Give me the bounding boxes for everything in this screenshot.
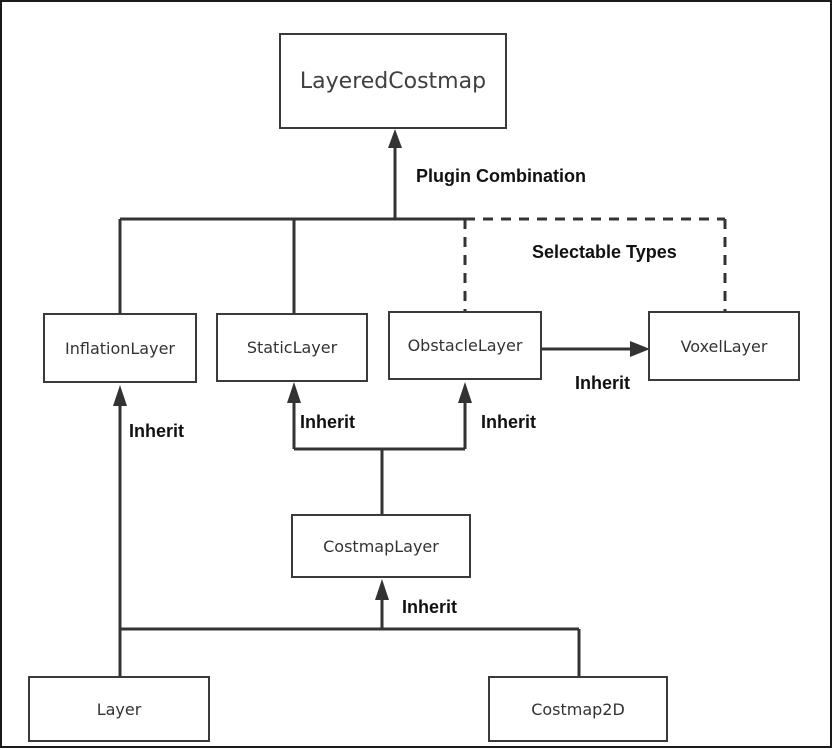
inherit-voxel-label: Inherit xyxy=(575,373,631,393)
costmap-layer-box: CostmapLayer xyxy=(291,514,471,578)
inflation-layer-box: InflationLayer xyxy=(43,313,197,383)
arrow-to-costmap-layer xyxy=(375,579,389,600)
arrow-to-voxel xyxy=(630,341,650,357)
selectable-types-label: Selectable Types xyxy=(532,242,677,262)
plugin-combination-label: Plugin Combination xyxy=(416,166,586,186)
layer-box: Layer xyxy=(28,676,210,742)
inherit-obstacle-label: Inherit xyxy=(481,412,537,432)
obstacle-layer-box: ObstacleLayer xyxy=(388,311,542,380)
voxel-layer-box: VoxelLayer xyxy=(648,311,800,381)
inherit-inflation-label: Inherit xyxy=(129,421,185,441)
arrow-to-layered-costmap xyxy=(388,129,402,148)
arrow-to-obstacle xyxy=(458,382,472,403)
costmap2d-box: Costmap2D xyxy=(488,676,668,742)
arrow-to-static xyxy=(287,382,301,403)
static-layer-box: StaticLayer xyxy=(216,313,368,382)
inherit-costmap-layer-label: Inherit xyxy=(402,597,458,617)
inherit-static-label: Inherit xyxy=(300,412,356,432)
layered-costmap-box: LayeredCostmap xyxy=(279,33,507,129)
arrow-to-inflation xyxy=(113,385,127,406)
